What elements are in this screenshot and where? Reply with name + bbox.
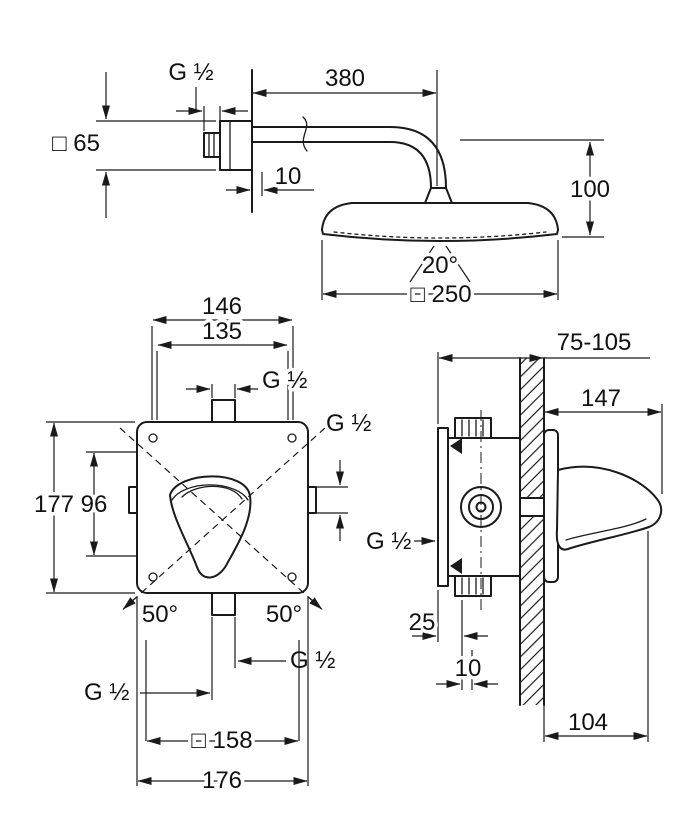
lever-handle-front (169, 475, 252, 579)
shower-head (321, 202, 559, 242)
left-port (128, 486, 138, 514)
ext-line (86, 451, 137, 557)
ext-line (156, 351, 289, 420)
shower-arm-bottom-edge (251, 141, 432, 189)
dim-depth-10-label: 10 (455, 655, 482, 682)
corner-detail (148, 572, 158, 582)
ext-line (321, 240, 559, 300)
ext-line (316, 486, 348, 514)
dim-thread-right-label: G ½ (326, 410, 371, 437)
trim-escutcheon (543, 429, 559, 583)
dim-thread-side-label: G ½ (366, 528, 411, 555)
mixer-front-figure (119, 399, 326, 616)
dim-flange-size-label: □ 65 (52, 130, 100, 157)
lever-handle-side (555, 465, 663, 551)
dim-thread-bottom-right-label: G ½ (290, 647, 335, 674)
dim-height-96-label: 96 (81, 491, 108, 518)
handle-inner-line (565, 518, 647, 541)
dim-thread-top-label: G ½ (262, 367, 307, 394)
corner-detail (287, 572, 297, 582)
top-port (211, 399, 236, 423)
head-shower-figure (203, 69, 559, 242)
ext-line (46, 421, 135, 594)
dim-flange-depth-label: 10 (275, 163, 302, 190)
swing-arrow (122, 597, 137, 610)
dim-width-135-label: 135 (202, 318, 242, 345)
ext-line (460, 139, 604, 238)
dim-width-total-label: 176 (202, 767, 242, 794)
head-shower-dimensions: G ½ 380 □ 65 10 100 20° □ 250 (49, 56, 614, 312)
mounting-clips (450, 438, 462, 574)
top-connection (454, 417, 492, 439)
break-symbol (302, 116, 308, 152)
thread-ticks (461, 419, 484, 437)
mixer-side-figure (437, 357, 663, 706)
dim-thread-top-label: G ½ (168, 59, 213, 86)
dim-width-146-label: 146 (202, 293, 242, 320)
dim-install-depth-label: 75-105 (557, 329, 632, 356)
dim-height-177-label: 177 (34, 491, 74, 518)
ext-line (151, 326, 294, 420)
arm-flange (219, 120, 253, 171)
thread-ticks (461, 577, 484, 595)
ext-line (543, 531, 649, 742)
dim-protrusion-label: 104 (568, 709, 608, 736)
dim-spray-angle-label: 20° (422, 252, 458, 279)
dim-arm-length-label: 380 (325, 65, 365, 92)
dim-plate-size-label: □ 158 (191, 727, 252, 754)
angle-lines (409, 245, 471, 283)
bottom-connection (454, 575, 492, 597)
handle-base-arc (171, 484, 249, 501)
ext-line (211, 384, 236, 398)
spray-face (333, 231, 547, 239)
ext-line (203, 106, 221, 131)
supply-stub (203, 132, 221, 158)
corner-detail (287, 433, 297, 443)
swing-arrow (308, 597, 323, 610)
dim-swing-left-label: 50° (142, 601, 178, 628)
mixer-side-dimensions: 75-105 147 G ½ 25 10 104 (363, 326, 663, 742)
shower-arm-top-edge (251, 126, 447, 189)
wall-section-hatch (520, 358, 544, 705)
ext-line (136, 597, 309, 786)
handle-inner-line (181, 485, 243, 500)
bottom-port (211, 592, 236, 616)
ext-line (145, 640, 300, 741)
dim-depth-25-label: 25 (409, 609, 436, 636)
dim-swing-right-label: 50° (266, 601, 302, 628)
swing-axis-right (119, 427, 326, 613)
mounting-plate (437, 427, 449, 587)
right-port (307, 486, 317, 514)
dim-handle-reach-label: 147 (581, 385, 621, 412)
ext-line (437, 590, 473, 690)
dim-head-size-label: □ 250 (410, 281, 471, 308)
ext-line (96, 120, 216, 171)
dim-thread-bottom-left-label: G ½ (84, 679, 129, 706)
head-connector (424, 187, 453, 204)
corner-detail (148, 433, 158, 443)
thread-ticks (208, 132, 215, 158)
mixer-front-dimensions: 146 135 G ½ G ½ 177 96 50° 50° G ½ G ½ □… (30, 290, 374, 798)
dim-head-height-label: 100 (570, 176, 610, 203)
